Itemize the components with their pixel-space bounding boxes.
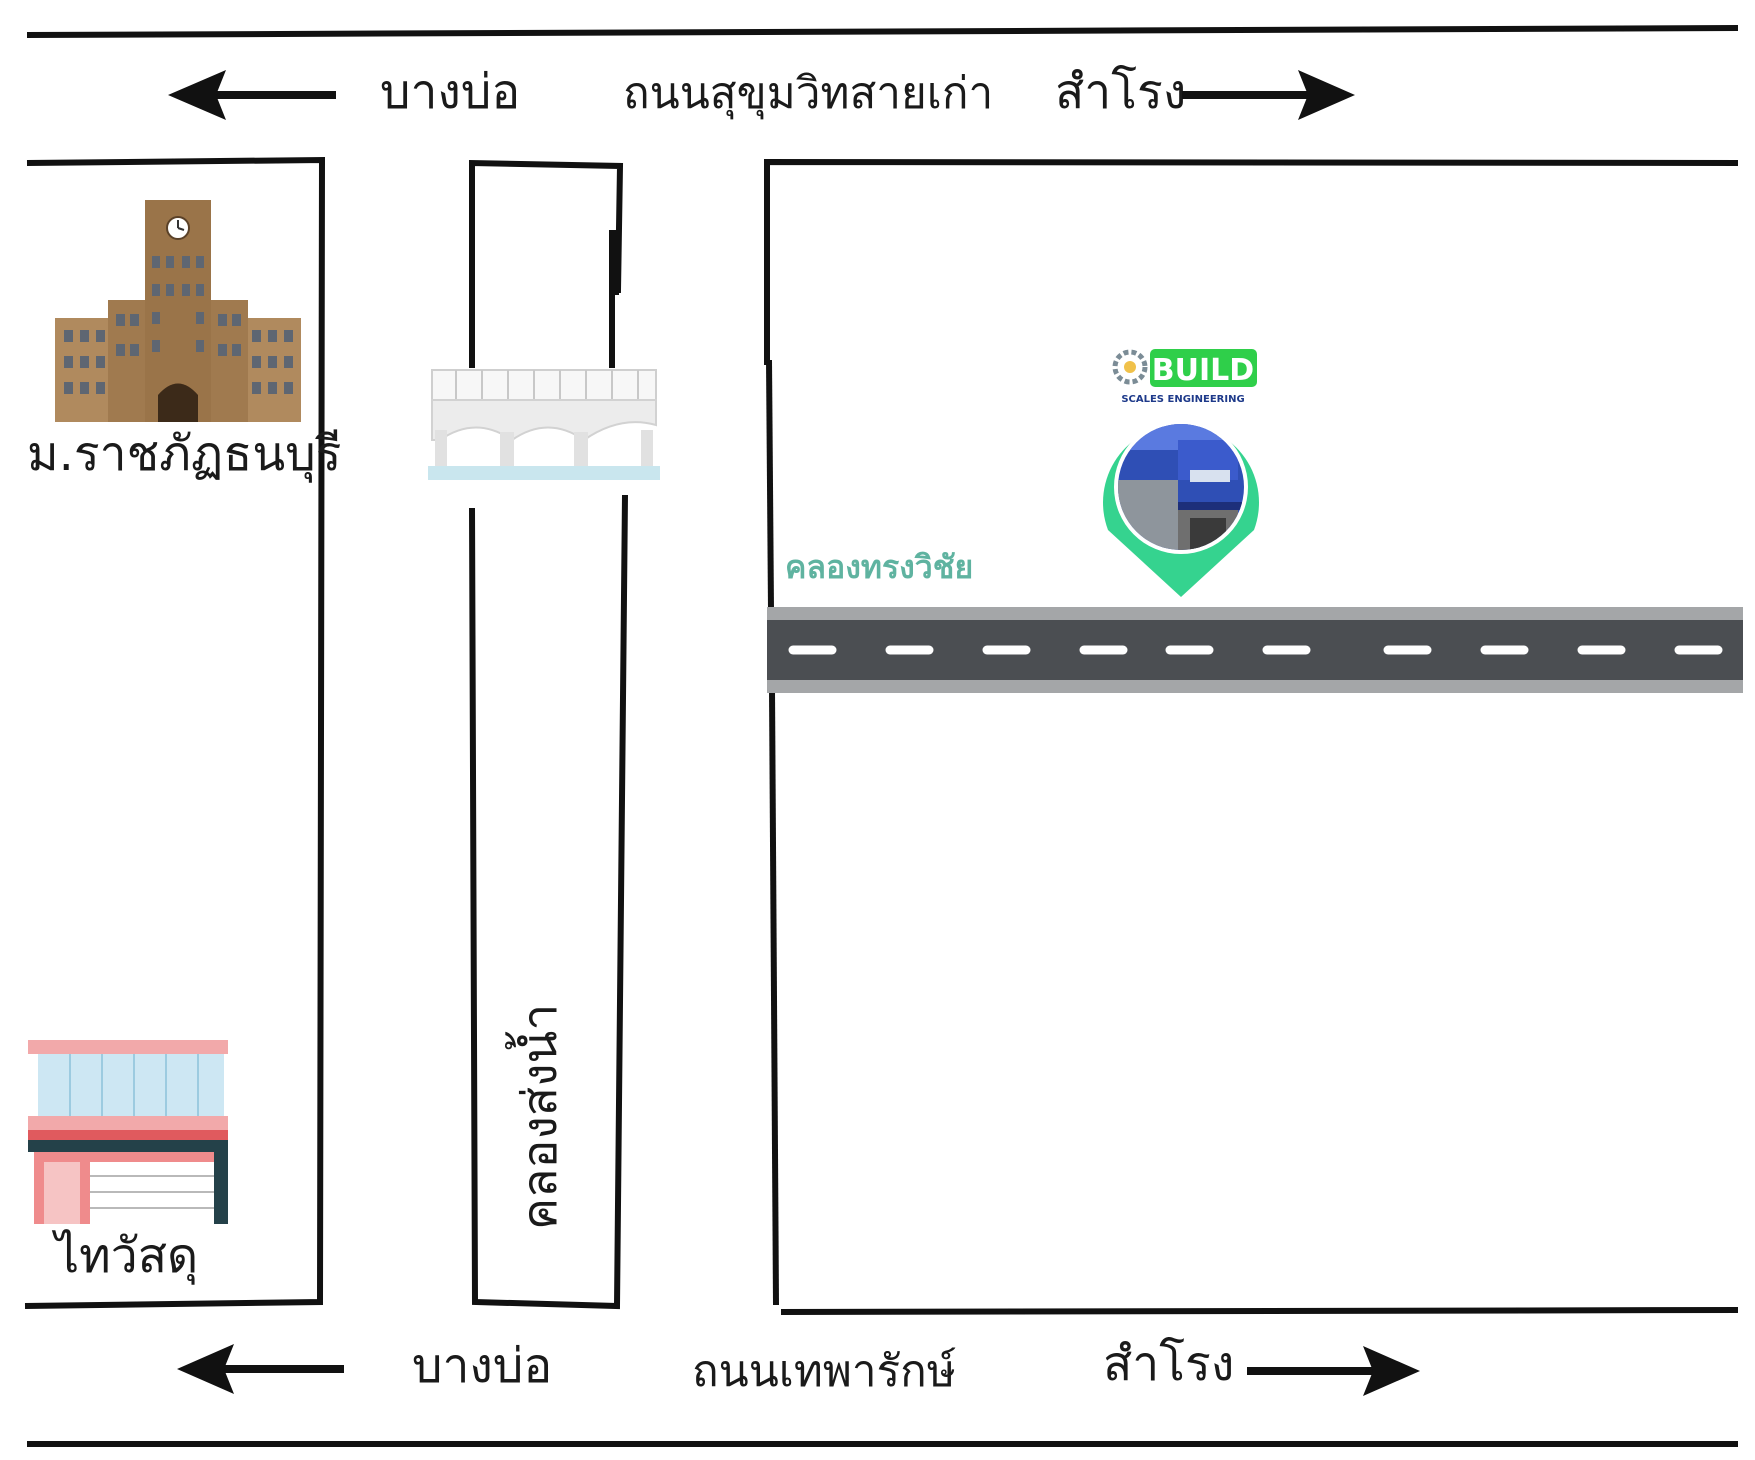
top-road-left-direction: บางบ่อ: [380, 64, 520, 120]
university-label: ม.ราชภัฏธนบุรี: [27, 426, 341, 483]
arrow-right-icon: [1182, 70, 1355, 120]
top-road-name: ถนนสุขุมวิทสายเก่า: [623, 68, 993, 120]
canal: [469, 159, 628, 1310]
arrow-left-icon: [177, 1344, 344, 1394]
bottom-road: บางบ่อ ถนนเทพารักษ์ สำโรง: [27, 1336, 1738, 1447]
top-road-upper-edge: [26, 25, 1739, 38]
university-building-icon: [55, 200, 301, 422]
logo-word: BUILD: [1152, 353, 1254, 388]
building-photo: [1118, 424, 1244, 550]
store-building-icon: [28, 1040, 228, 1224]
bottom-road-right-direction: สำโรง: [1103, 1336, 1234, 1392]
side-road-label: คลองทรงวิชัย: [785, 548, 973, 586]
bridge-icon: [428, 369, 660, 480]
store-label: ไทวัสดุ: [51, 1228, 198, 1285]
top-road-right-direction: สำโรง: [1055, 64, 1186, 120]
right-block: [764, 158, 1739, 1315]
location-pin-icon: [1103, 420, 1259, 597]
bottom-road-left-direction: บางบ่อ: [412, 1338, 552, 1394]
logo-tagline: SCALES ENGINEERING: [1121, 394, 1244, 405]
bottom-road-name: ถนนเทพารักษ์: [692, 1346, 956, 1397]
gear-icon: [1112, 349, 1148, 385]
side-road: [767, 607, 1743, 693]
top-road: บางบ่อ ถนนสุขุมวิทสายเก่า สำโรง: [26, 25, 1739, 120]
build-logo: BUILD SCALES ENGINEERING: [1112, 349, 1257, 405]
left-block: [24, 156, 326, 1309]
arrow-left-icon: [168, 70, 336, 120]
arrow-right-icon: [1247, 1346, 1420, 1396]
canal-label: คลองส่งน้ำ: [505, 1004, 568, 1230]
